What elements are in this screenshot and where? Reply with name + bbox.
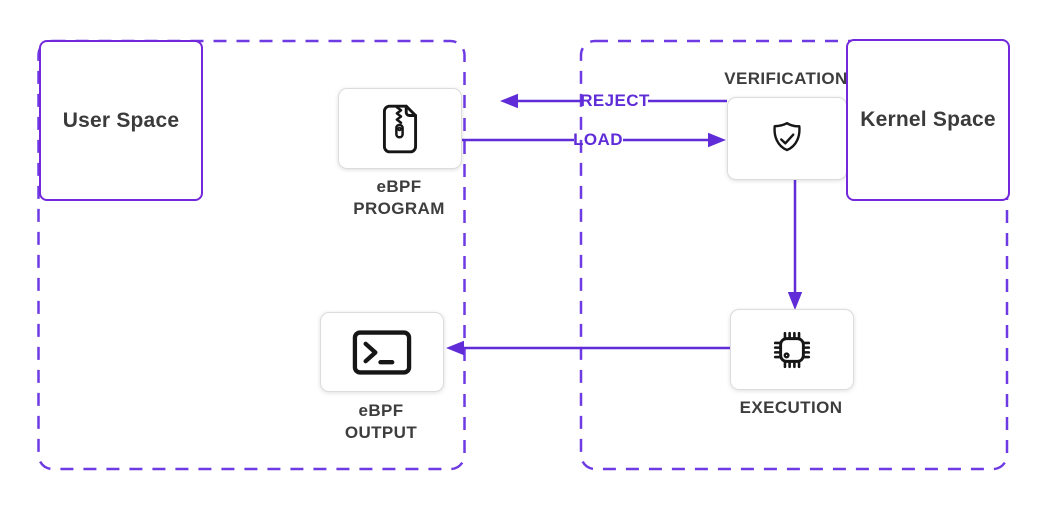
execution-to-output-arrow: [446, 340, 730, 356]
execution-to-output-arrowhead-left: [446, 340, 464, 356]
ebpf-program-caption-line1: eBPF: [376, 177, 422, 196]
edge-label-load: LOAD: [573, 130, 623, 149]
ebpf-output-caption-line1: eBPF: [358, 401, 404, 420]
load-arrowhead-right: [708, 132, 726, 148]
kernel-space-label: Kernel Space: [846, 39, 1010, 201]
ebpf-output-node: [320, 312, 444, 392]
zip-file-icon: [382, 104, 418, 153]
verification-node: [727, 97, 847, 180]
ebpf-program-caption: eBPF PROGRAM: [329, 176, 469, 220]
execution-caption: EXECUTION: [739, 398, 843, 417]
load-arrow: [461, 132, 726, 148]
shield-check-icon: [773, 121, 801, 151]
verification-to-execution-arrow: [787, 178, 803, 310]
edge-label-reject: REJECT: [580, 91, 650, 110]
ebpf-output-caption: eBPF OUTPUT: [311, 400, 451, 444]
verification-caption: VERIFICATION: [724, 69, 848, 88]
kernel-space-boundary: [579, 39, 1009, 471]
verification-to-execution-arrowhead-down: [787, 292, 803, 310]
user-space-boundary: [37, 39, 466, 471]
user-space-label: User Space: [39, 40, 203, 201]
ebpf-output-caption-line2: OUTPUT: [344, 423, 418, 442]
kernel-space-label-text: Kernel Space: [860, 108, 996, 131]
user-space-label-text: User Space: [62, 108, 180, 132]
execution-node: [730, 309, 854, 390]
reject-arrowhead-left: [500, 93, 518, 109]
reject-arrow: [500, 93, 727, 109]
cpu-icon: [773, 331, 811, 368]
ebpf-program-node: [338, 88, 462, 169]
ebpf-program-caption-line2: PROGRAM: [353, 199, 445, 218]
terminal-icon: [352, 329, 412, 375]
